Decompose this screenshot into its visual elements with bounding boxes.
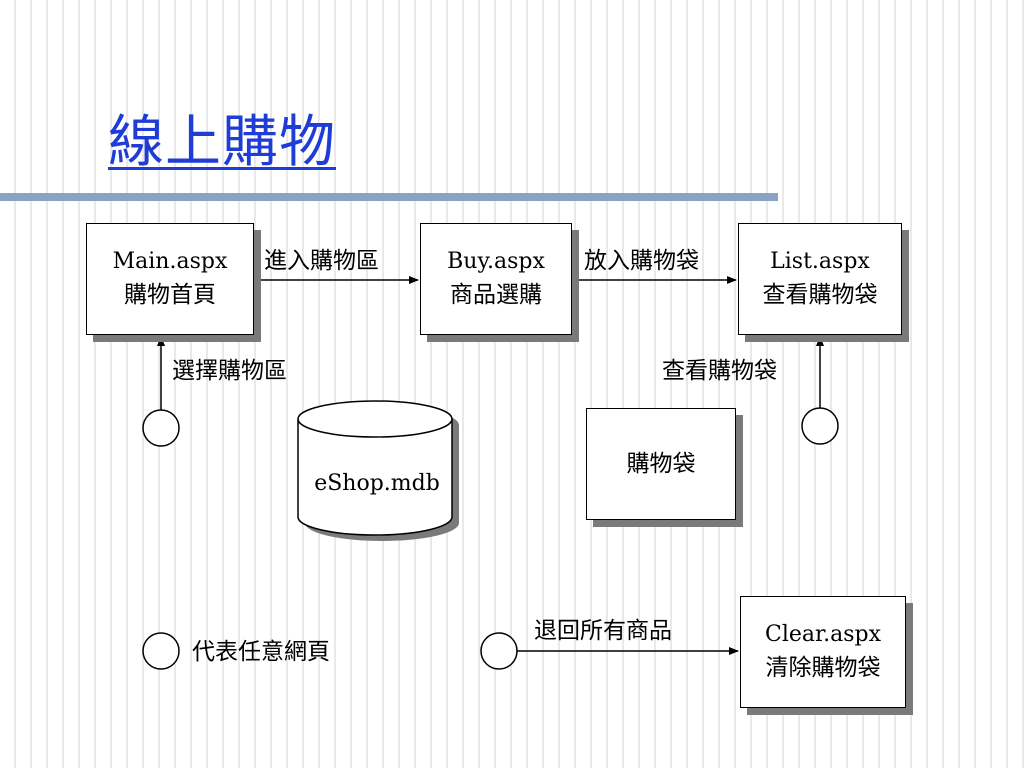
node-clear-filename: Clear.aspx xyxy=(765,622,881,647)
node-buy-filename: Buy.aspx xyxy=(447,249,545,274)
node-main-description: 購物首頁 xyxy=(124,282,216,308)
node-list-page: List.aspx 查看購物袋 xyxy=(738,223,902,335)
edge-label-any-to-list: 查看購物袋 xyxy=(662,358,777,384)
edge-label-buy-to-list: 放入購物袋 xyxy=(584,248,699,274)
node-main-page: Main.aspx 購物首頁 xyxy=(86,223,254,335)
title-rule xyxy=(0,193,778,201)
node-cart: 購物袋 xyxy=(586,408,736,520)
any-page-node-list xyxy=(801,407,839,445)
node-main-filename: Main.aspx xyxy=(112,249,228,274)
node-clear-page: Clear.aspx 清除購物袋 xyxy=(740,596,906,708)
edge-label-main-to-buy: 進入購物區 xyxy=(264,248,379,274)
node-buy-description: 商品選購 xyxy=(450,282,542,308)
node-clear-description: 清除購物袋 xyxy=(765,655,881,681)
edge-label-any-to-clear: 退回所有商品 xyxy=(534,618,672,644)
node-cart-label: 購物袋 xyxy=(626,451,696,477)
any-page-node-clear xyxy=(480,632,518,670)
any-page-node-main xyxy=(142,409,180,447)
edge-label-any-to-main: 選擇購物區 xyxy=(172,358,287,384)
slide-title: 線上購物 xyxy=(108,110,336,175)
node-list-description: 查看購物袋 xyxy=(762,282,878,308)
node-buy-page: Buy.aspx 商品選購 xyxy=(420,223,572,335)
database-label: eShop.mdb xyxy=(314,471,440,496)
node-list-filename: List.aspx xyxy=(770,249,870,274)
legend-circle-icon xyxy=(142,632,180,670)
legend-label: 代表任意網頁 xyxy=(192,639,330,665)
